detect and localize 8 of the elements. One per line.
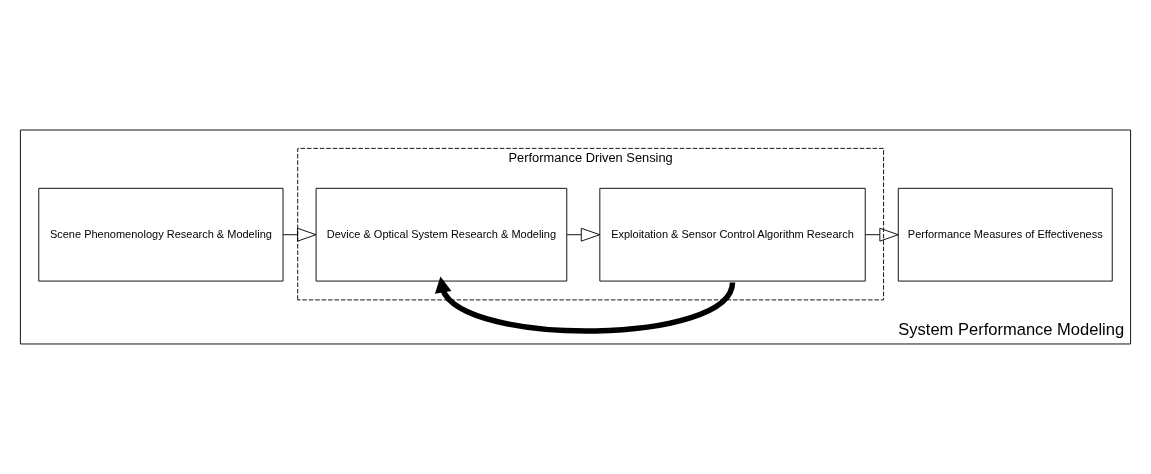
- arrow: [864, 227, 899, 242]
- node-box: Performance Measures of Effectiveness: [897, 187, 1113, 282]
- arrow: [566, 227, 601, 242]
- node-box: Device & Optical System Research & Modeling: [315, 187, 568, 282]
- node-box: Scene Phenomenology Research & Modeling: [38, 187, 284, 282]
- node-box: Exploitation & Sensor Control Algorithm Research: [599, 187, 866, 282]
- arrow: [434, 276, 736, 334]
- arrow: [282, 227, 317, 242]
